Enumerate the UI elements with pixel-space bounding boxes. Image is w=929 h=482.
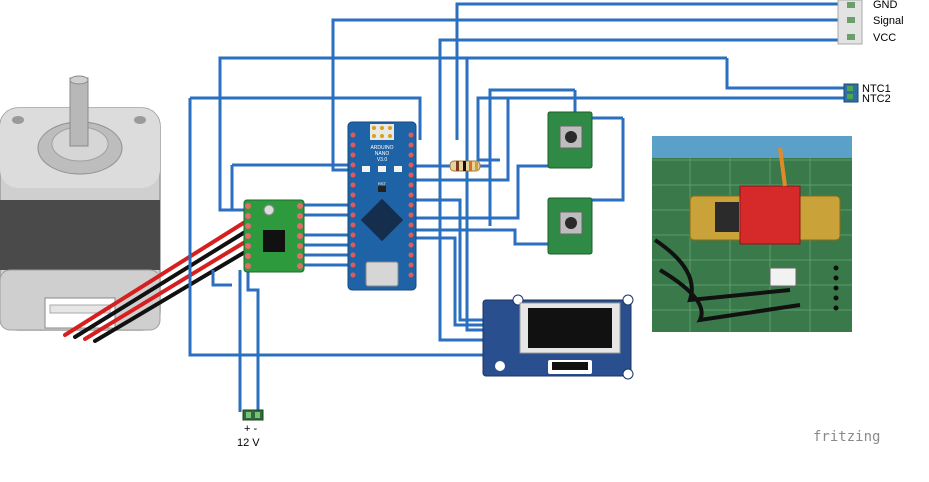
power-connector bbox=[242, 409, 264, 421]
push-button-1 bbox=[547, 111, 593, 169]
nano-model: NANO bbox=[375, 151, 390, 157]
nano-version: V3.0 bbox=[377, 157, 388, 163]
ntc-connector bbox=[843, 83, 859, 103]
motor-wires bbox=[63, 220, 247, 343]
label-voltage: 12 V bbox=[237, 437, 260, 449]
blue-wires bbox=[188, 2, 855, 412]
push-button-2 bbox=[547, 197, 593, 255]
label-polarity: + - bbox=[244, 423, 257, 435]
stepper-driver-board bbox=[243, 199, 305, 273]
fritzing-logo: fritzing bbox=[813, 429, 880, 445]
label-vcc: VCC bbox=[873, 32, 896, 44]
sensor-connector bbox=[837, 0, 863, 45]
oled-display bbox=[482, 294, 634, 380]
nano-rst-label: RST bbox=[378, 181, 387, 186]
arduino-nano: ARDUINO NANO V3.0 RST bbox=[347, 121, 417, 291]
label-ntc1: NTC1 bbox=[862, 83, 891, 95]
label-gnd: GND bbox=[873, 0, 898, 11]
stepper-motor bbox=[0, 75, 161, 331]
nano-name: ARDUINO bbox=[370, 145, 393, 151]
resistor bbox=[449, 160, 481, 172]
label-ntc2: NTC2 bbox=[862, 93, 891, 105]
flow-sensor-photo bbox=[652, 136, 852, 332]
label-signal: Signal bbox=[873, 15, 904, 27]
